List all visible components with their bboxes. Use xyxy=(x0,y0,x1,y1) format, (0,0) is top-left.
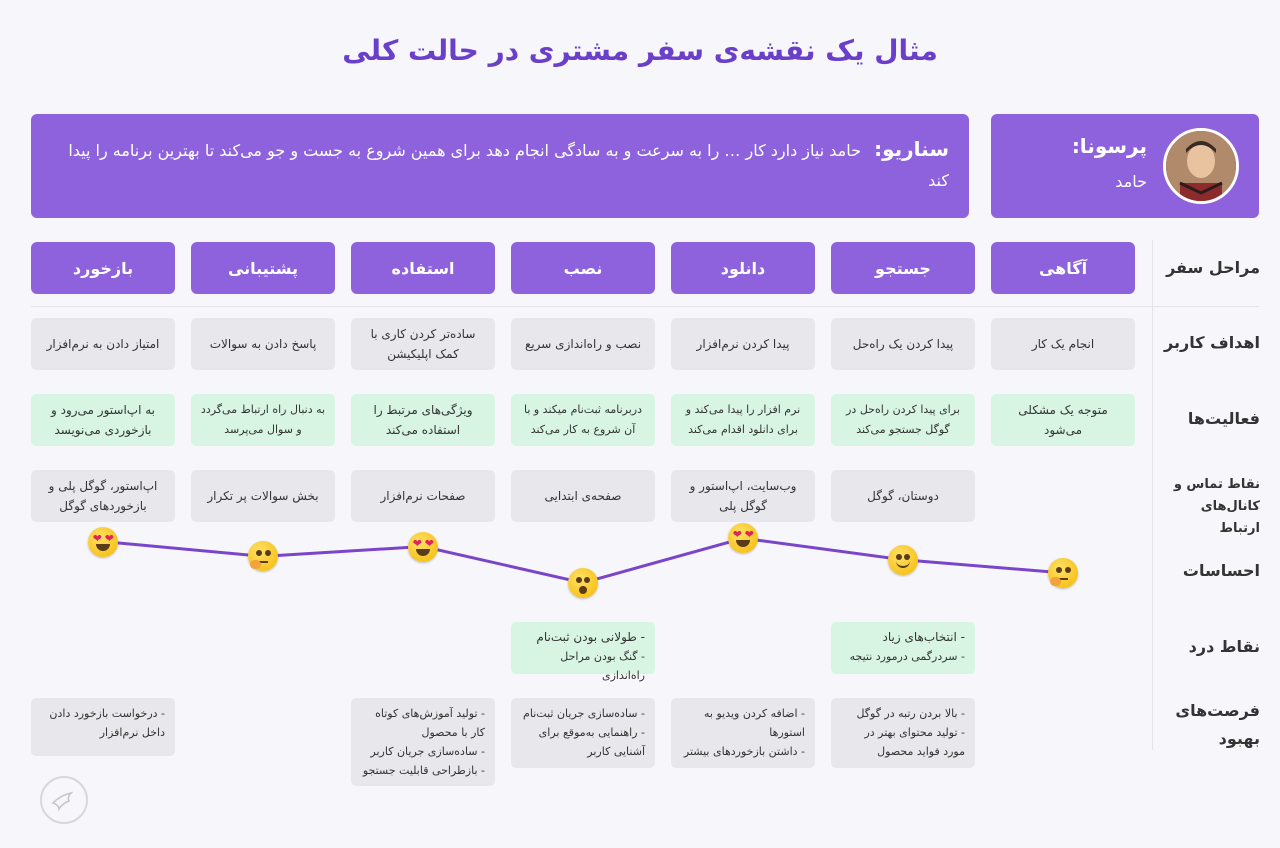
touchpoint-cell: وب‌سایت، اپ‌استور و گوگل پلی xyxy=(671,470,815,522)
opportunity-item: - راهنمایی به‌موقع برای آشنایی کاربر xyxy=(538,726,645,758)
opportunity-item: - ساده‌سازی جریان کاربر xyxy=(370,745,485,758)
opportunity-cell: - درخواست بازخورد دادن داخل نرم‌افزار xyxy=(31,698,175,756)
surprised-face-icon xyxy=(568,567,598,598)
thinking-face-icon xyxy=(248,541,278,572)
row-divider-vertical xyxy=(1152,240,1153,750)
persona-avatar xyxy=(1163,128,1239,204)
bird-icon xyxy=(51,791,74,812)
persona-name: حامد xyxy=(1115,172,1147,191)
opportunity-item: - اضافه کردن ویدیو به استورها xyxy=(704,707,805,739)
opportunity-item: - تولید آموزش‌های کوتاه کار با محصول xyxy=(375,707,485,739)
goal-cell: پیدا کردن یک راه‌حل xyxy=(831,318,975,370)
page-title: مثال یک نقشه‌ی سفر مشتری در حالت کلی xyxy=(342,34,938,67)
goal-cell: نصب و راه‌اندازی سریع xyxy=(511,318,655,370)
touchpoint-cell: اپ‌استور، گوگل پلی و بازخوردهای گوگل xyxy=(31,470,175,522)
scenario-label: سناریو: xyxy=(874,137,949,161)
pain-main: - انتخاب‌های زیاد xyxy=(882,630,965,644)
row-label-opportunities: فرصت‌های بهبود xyxy=(1175,701,1260,748)
touchpoint-cell: دوستان، گوگل xyxy=(831,470,975,522)
opportunity-item: - بازطراحی قابلیت جستجو xyxy=(362,764,485,777)
goal-cell: ساده‌تر کردن کاری با کمک اپلیکیشن xyxy=(351,318,495,370)
activity-cell: دربرنامه ثبت‌نام میکند و با آن شروع به ک… xyxy=(511,394,655,446)
avatar-image xyxy=(1166,131,1236,201)
opportunity-item: - داشتن بازخوردهای بیشتر xyxy=(683,745,805,758)
goal-cell: پیدا کردن نرم‌افزار xyxy=(671,318,815,370)
opportunity-cell: - بالا بردن رتبه در گوگل - تولید محتوای ب… xyxy=(831,698,975,768)
activity-cell: به اپ‌استور می‌رود و بازخوردی می‌نویسد xyxy=(31,394,175,446)
heart-eyes-face-icon: ❤❤ xyxy=(408,531,438,562)
pain-cell: - طولانی بودن ثبت‌نام - گنگ بودن مراحل را… xyxy=(511,622,655,682)
persona-label: پرسونا: xyxy=(1071,134,1147,158)
activity-cell: ویژگی‌های مرتبط را استفاده می‌کند xyxy=(351,394,495,446)
pain-main: - طولانی بودن ثبت‌نام xyxy=(536,630,645,644)
heart-eyes-face-icon: ❤❤ xyxy=(728,523,758,554)
stage-3: دانلود xyxy=(671,242,815,294)
opportunity-item: - ساده‌سازی جریان ثبت‌نام xyxy=(523,707,645,720)
stage-5: استفاده xyxy=(351,242,495,294)
goal-cell: انجام یک کار xyxy=(991,318,1135,370)
stage-4: نصب xyxy=(511,242,655,294)
touchpoint-cell: صفحات نرم‌افزار xyxy=(351,470,495,522)
row-label-stages: مراحل سفر xyxy=(1166,258,1260,277)
scenario-card: سناریو: حامد نیاز دارد کار … را به سرعت … xyxy=(31,114,969,218)
stage-6: پشتیبانی xyxy=(191,242,335,294)
row-label-emotions: احساسات xyxy=(1182,561,1260,580)
stage-7: بازخورد xyxy=(31,242,175,294)
activity-cell: نرم افزار را پیدا می‌کند و برای دانلود ا… xyxy=(671,394,815,446)
pain-cell: - انتخاب‌های زیاد - سردرگمی درمورد نتیجه xyxy=(831,622,975,674)
persona-card: پرسونا: حامد xyxy=(991,114,1259,218)
opportunity-item: - درخواست بازخورد دادن داخل نرم‌افزار xyxy=(49,707,165,739)
heart-eyes-face-icon: ❤❤ xyxy=(88,526,118,557)
opportunity-cell: - ساده‌سازی جریان ثبت‌نام - راهنمایی به‌م… xyxy=(511,698,655,768)
scenario-text: حامد نیاز دارد کار … را به سرعت و به ساد… xyxy=(68,141,949,190)
stage-2: جستجو xyxy=(831,242,975,294)
brand-logo xyxy=(40,776,88,824)
row-label-pains: نقاط درد xyxy=(1188,637,1260,656)
opportunity-item: - بالا بردن رتبه در گوگل xyxy=(856,707,965,720)
touchpoint-cell: بخش سوالات پر تکرار xyxy=(191,470,335,522)
opportunity-cell: - اضافه کردن ویدیو به استورها - داشتن باز… xyxy=(671,698,815,768)
touchpoint-cell: صفحه‌ی ابتدایی xyxy=(511,470,655,522)
row-label-activities: فعالیت‌ها xyxy=(1187,409,1260,428)
goal-cell: امتیاز دادن به نرم‌افزار xyxy=(31,318,175,370)
thinking-face-icon xyxy=(1048,557,1078,588)
smiling-face-icon xyxy=(888,544,918,575)
activity-cell: متوجه یک مشکلی می‌شود xyxy=(991,394,1135,446)
pain-sub: - سردرگمی درمورد نتیجه xyxy=(849,650,965,663)
goal-cell: پاسخ دادن به سوالات xyxy=(191,318,335,370)
row-label-touchpoints: نقاط تماس و کانال‌های ارتباط xyxy=(1173,477,1260,536)
row-divider-horizontal xyxy=(31,306,1259,307)
opportunity-cell: - تولید آموزش‌های کوتاه کار با محصول - سا… xyxy=(351,698,495,786)
pain-sub: - گنگ بودن مراحل راه‌اندازی xyxy=(560,650,645,682)
row-label-goals: اهداف کاربر xyxy=(1164,333,1260,352)
stage-1: آگاهی xyxy=(991,242,1135,294)
activity-cell: برای پیدا کردن راه‌حل در گوگل جستجو می‌ک… xyxy=(831,394,975,446)
opportunity-item: - تولید محتوای بهتر در مورد فواید محصول xyxy=(864,726,965,758)
activity-cell: به دنبال راه ارتباط می‌گردد و سوال می‌پر… xyxy=(191,394,335,446)
